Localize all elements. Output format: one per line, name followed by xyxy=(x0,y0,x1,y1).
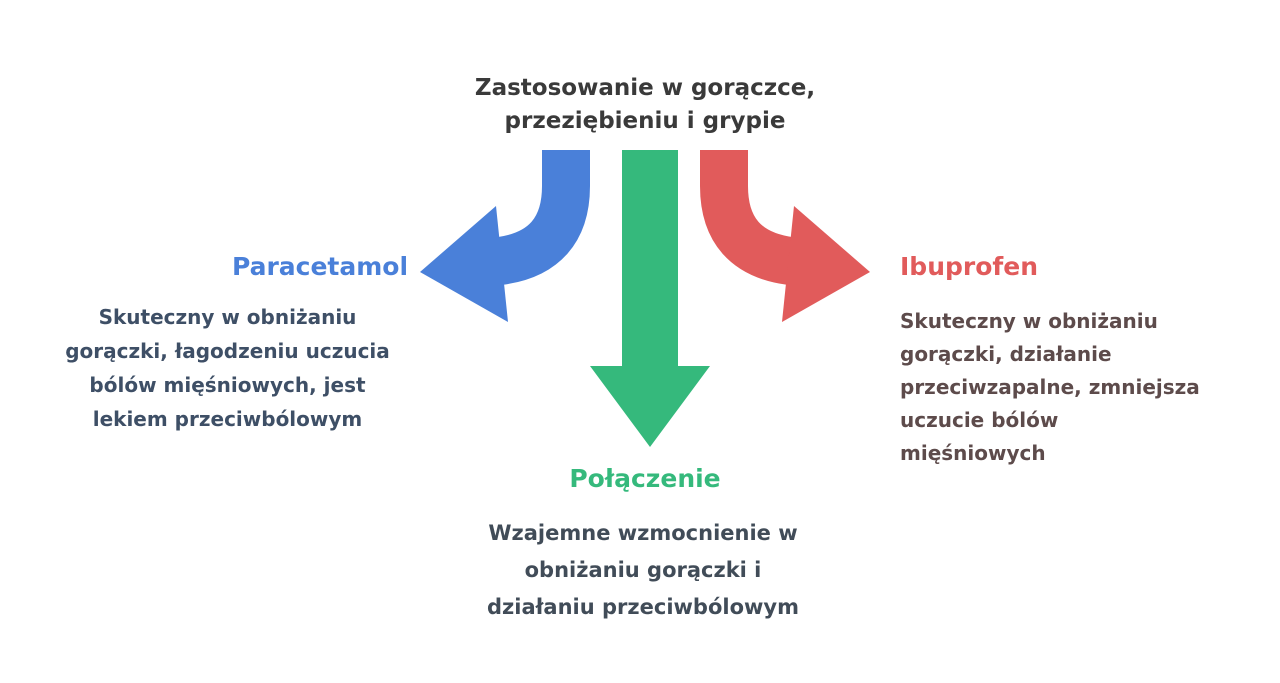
polaczenie-description: Wzajemne wzmocnienie w obniżaniu gorączk… xyxy=(487,521,799,619)
red-curved-arrow xyxy=(700,150,795,285)
blue-arrowhead xyxy=(420,206,508,322)
polaczenie-label: Połączenie xyxy=(569,464,721,493)
green-down-arrow xyxy=(590,150,710,447)
blue-curved-arrow xyxy=(495,150,590,285)
ibuprofen-label: Ibuprofen xyxy=(900,252,1039,281)
paracetamol-label: Paracetamol xyxy=(231,252,409,281)
red-arrowhead xyxy=(782,206,870,322)
diagram-title: Zastosowanie w gorączce, przeziębieniu i… xyxy=(474,75,816,134)
ibuprofen-description: Skuteczny w obniżaniu gorączki, działani… xyxy=(900,309,1200,465)
paracetamol-description: Skuteczny w obniżaniu gorączki, łagodzen… xyxy=(65,305,390,431)
